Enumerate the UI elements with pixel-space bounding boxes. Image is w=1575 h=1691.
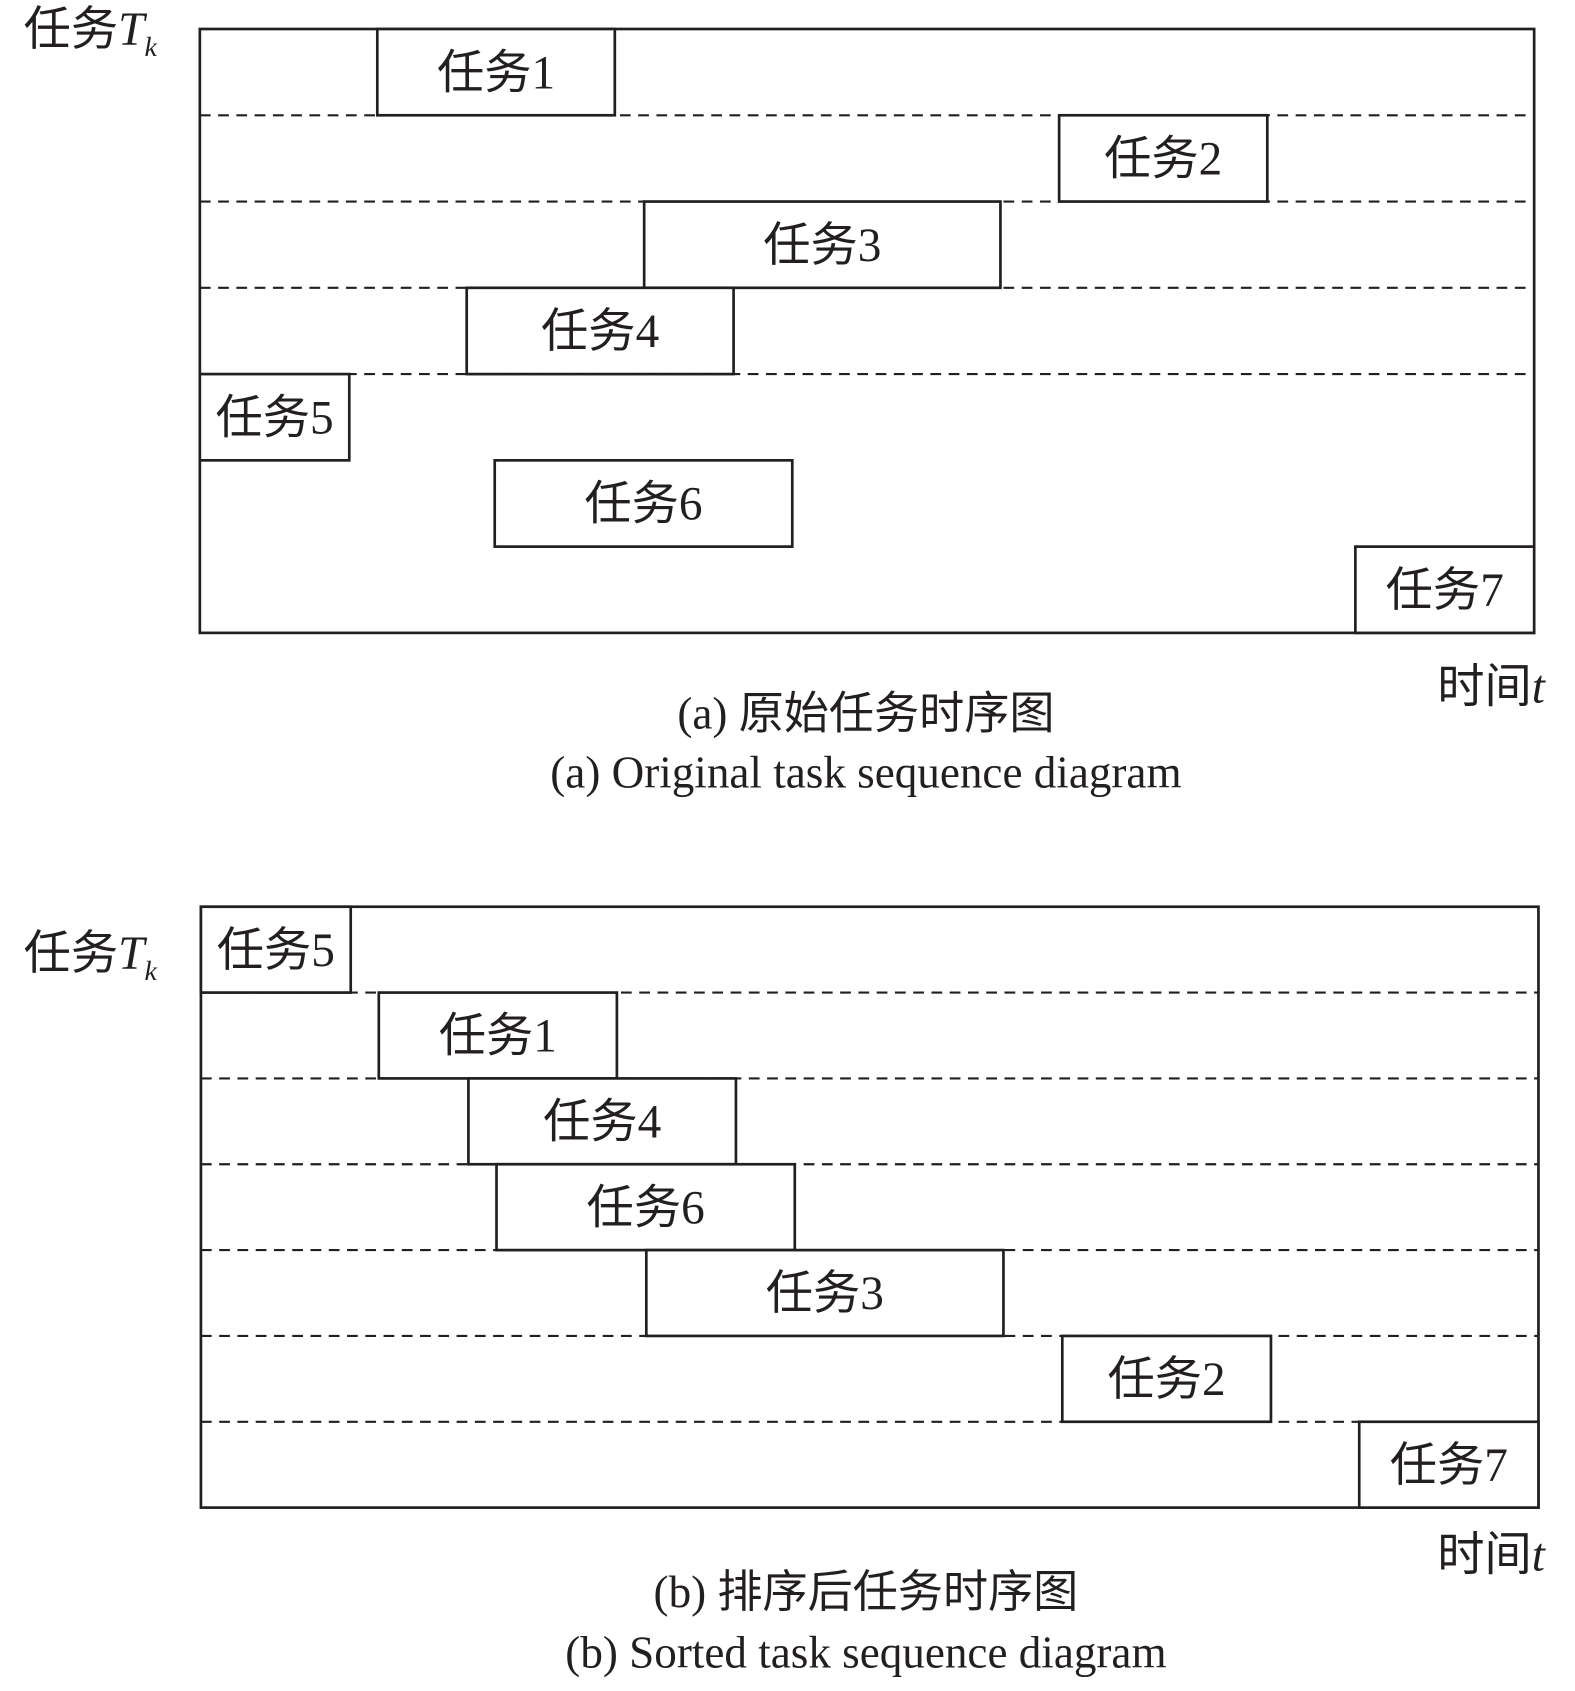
caption-en: (b) Sorted task sequence diagram [565, 1627, 1166, 1677]
task-label: 任务7 [1390, 1440, 1508, 1492]
task-bar [465, 286, 735, 376]
task-bar [644, 1248, 1005, 1338]
plot-frame [199, 905, 1540, 1509]
task-bar [1354, 545, 1536, 635]
task-bar [1357, 1420, 1540, 1509]
task-bar [493, 459, 794, 548]
y-axis-label: 任务Tk [24, 928, 158, 987]
task-label: 任务2 [1104, 134, 1222, 186]
plot-frame [198, 27, 1536, 635]
y-axis-label: 任务Tk [24, 4, 158, 63]
task-label: 任务1 [437, 47, 555, 99]
task-bar [642, 200, 1002, 290]
task-label: 任务3 [766, 1268, 884, 1320]
task-bar [1057, 113, 1269, 203]
task-label: 任务6 [584, 479, 702, 531]
caption-en: (a) Original task sequence diagram [550, 747, 1181, 797]
task-label: 任务3 [763, 220, 881, 272]
task-label: 任务7 [1386, 565, 1504, 617]
task-bar [199, 905, 353, 994]
task-bar [375, 27, 617, 117]
x-axis-label: 时间t [1437, 662, 1547, 714]
task-label: 任务5 [215, 392, 333, 444]
panel-sorted: 任务5 任务1 任务4 任务6 任务3 任务2 任务7 任务Tk 时间t (b) 排序后任务时序图… [24, 905, 1547, 1677]
x-axis-label: 时间t [1437, 1530, 1547, 1582]
caption-cn: (a) 原始任务时序图 [677, 688, 1054, 738]
caption-cn: (b) 排序后任务时序图 [654, 1567, 1079, 1617]
task-bar [467, 1077, 738, 1166]
task-label: 任务4 [543, 1096, 661, 1148]
task-label: 任务6 [587, 1182, 705, 1234]
task-label: 任务5 [217, 925, 335, 977]
panel-original: 任务1 任务2 任务3 任务4 任务5 任务6 任务7 任务Tk 时间t (a) 原始任务时序图 (… [24, 4, 1547, 797]
task-bar [495, 1162, 797, 1252]
task-bar [198, 372, 351, 462]
task-label: 任务1 [439, 1011, 557, 1063]
task-label: 任务4 [541, 306, 659, 358]
task-bar [1060, 1334, 1273, 1424]
task-label: 任务2 [1108, 1354, 1226, 1406]
